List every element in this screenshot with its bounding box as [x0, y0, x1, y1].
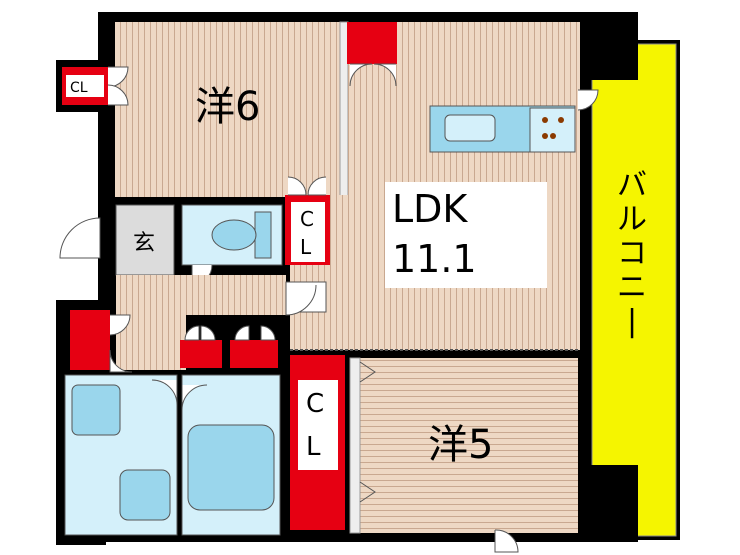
washing-machine — [119, 469, 171, 521]
western-room-5: 洋5 — [349, 357, 578, 553]
closet-lower: C L — [290, 355, 345, 530]
washbasin — [71, 384, 121, 436]
western-room-6-label: 洋6 — [195, 84, 260, 130]
cooktop — [529, 107, 576, 153]
hall-storage — [70, 310, 278, 373]
closet-lower-l: L — [306, 432, 321, 462]
bathtub — [187, 424, 275, 511]
closet-middle: C L — [285, 176, 330, 265]
closet-top-left: CL — [62, 66, 129, 106]
balcony-label: バルコニ| — [617, 168, 647, 339]
closet-middle-c: C — [300, 207, 314, 231]
balcony: バルコニ| — [588, 30, 680, 540]
western-room-6: 洋6 — [115, 21, 349, 198]
closet-lower-c: C — [306, 389, 324, 419]
western-room-5-label: 洋5 — [428, 422, 493, 468]
entrance-label: 玄 — [133, 231, 155, 256]
ldk-size: 11.1 — [392, 237, 477, 281]
closet-middle-l: L — [300, 235, 312, 259]
entrance: 玄 — [59, 204, 327, 370]
toilet-bowl — [211, 219, 257, 251]
closet-top-left-label: CL — [70, 80, 88, 96]
kitchen-sink — [444, 114, 496, 142]
ldk-label: LDK — [392, 187, 468, 231]
wet-area — [64, 374, 281, 536]
